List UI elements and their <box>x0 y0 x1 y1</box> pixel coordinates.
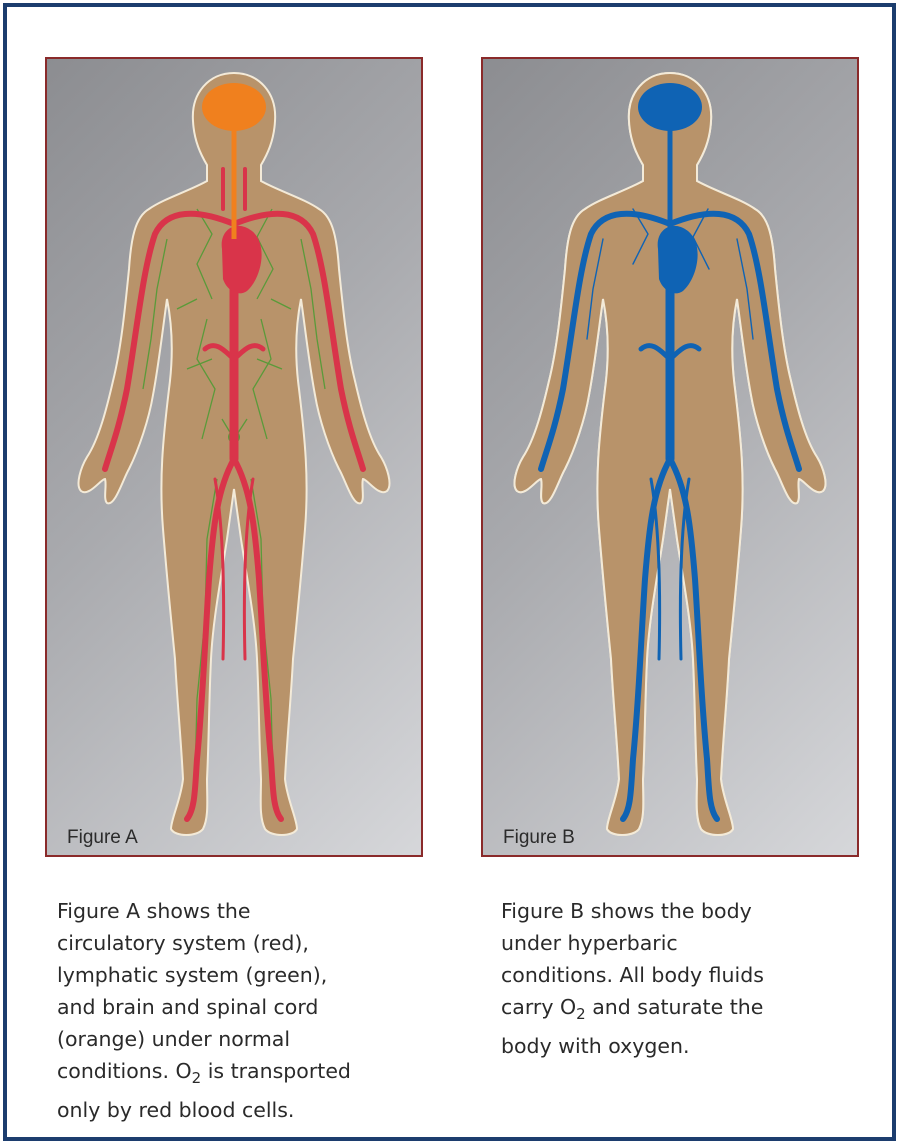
figure-b-label: Figure B <box>503 827 575 849</box>
caption-line: Figure A shows the <box>57 895 457 927</box>
figure-a-caption: Figure A shows the circulatory system (r… <box>57 895 457 1126</box>
subscript: 2 <box>192 1069 202 1087</box>
caption-text: is transported <box>201 1059 351 1083</box>
caption-line: conditions. O2 is transported <box>57 1055 457 1094</box>
figure-b-caption: Figure B shows the body under hyperbaric… <box>501 895 881 1062</box>
caption-line: body with oxygen. <box>501 1030 881 1062</box>
figure-b-illustration <box>483 59 857 855</box>
caption-line: (orange) under normal <box>57 1023 457 1055</box>
caption-line: under hyperbaric <box>501 927 881 959</box>
figure-a-panel: Figure A <box>45 57 423 857</box>
caption-text: carry O <box>501 995 576 1019</box>
caption-text: and saturate the <box>586 995 764 1019</box>
subscript: 2 <box>576 1005 586 1023</box>
caption-line: conditions. All body fluids <box>501 959 881 991</box>
caption-line: and brain and spinal cord <box>57 991 457 1023</box>
caption-text: conditions. O <box>57 1059 192 1083</box>
caption-line: lymphatic system (green), <box>57 959 457 991</box>
diagram-frame: Figure A <box>3 3 896 1141</box>
caption-line: circulatory system (red), <box>57 927 457 959</box>
caption-line: Figure B shows the body <box>501 895 881 927</box>
figure-a-label: Figure A <box>67 827 138 849</box>
caption-line: carry O2 and saturate the <box>501 991 881 1030</box>
figure-a-illustration <box>47 59 421 855</box>
figure-b-panel: Figure B <box>481 57 859 857</box>
caption-line: only by red blood cells. <box>57 1094 457 1126</box>
